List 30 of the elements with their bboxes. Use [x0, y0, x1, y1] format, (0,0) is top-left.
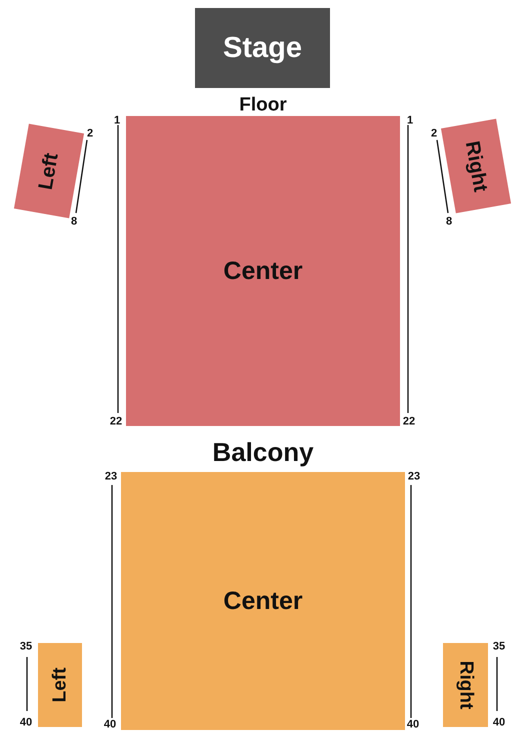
row-number: 8 [70, 216, 78, 228]
row-number: 8 [446, 216, 452, 228]
section-label: Right [460, 138, 492, 194]
row-number: 2 [86, 128, 94, 140]
seating-section [126, 116, 400, 426]
row-number: 23 [104, 472, 118, 482]
level-heading: Floor [239, 96, 287, 114]
section-label: Right [454, 660, 476, 710]
row-number: 35 [20, 642, 32, 652]
row-number: 22 [110, 416, 122, 428]
stage-label: Stage [223, 32, 302, 64]
seating-section [38, 643, 82, 727]
row-number: 23 [408, 472, 420, 482]
row-number: 40 [104, 720, 116, 730]
row-number: 35 [492, 642, 506, 652]
level-heading: Balcony [212, 439, 314, 465]
row-number: 40 [20, 718, 32, 728]
row-number: 22 [402, 416, 416, 428]
section-label: Left [34, 150, 64, 192]
seating-section [443, 643, 488, 727]
section-label: Center [223, 586, 303, 616]
seating-section [121, 472, 405, 730]
row-number: 40 [406, 720, 420, 730]
row-number: 1 [406, 116, 414, 126]
row-number: 1 [114, 116, 120, 126]
stage-block [195, 8, 330, 88]
row-number: 40 [492, 718, 506, 728]
row-number: 2 [430, 128, 438, 140]
section-label: Center [223, 256, 303, 286]
section-label: Left [49, 668, 71, 702]
